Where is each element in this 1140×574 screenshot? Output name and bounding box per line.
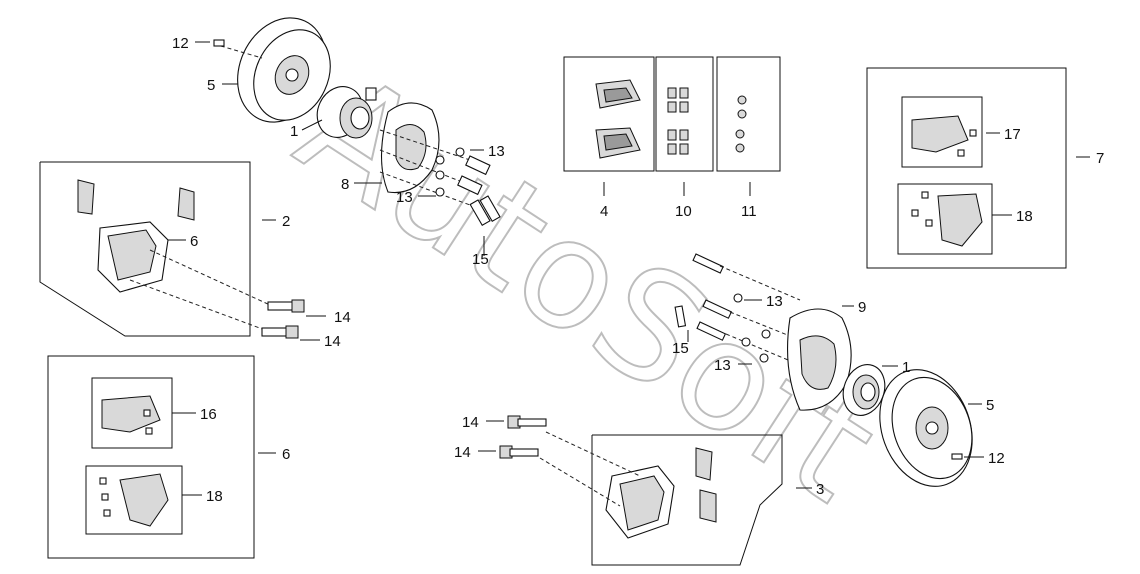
assembly-box-7 — [866, 67, 1067, 269]
clip-kit-box-10 — [655, 56, 714, 172]
callout-15-bottom: 15 — [672, 340, 689, 357]
bolt-12-top — [213, 39, 263, 59]
callout-13-top-b: 13 — [396, 189, 413, 206]
callout-13-bottom-a: 13 — [766, 293, 783, 310]
wheel-hub-bottom — [842, 364, 886, 416]
leader-lines — [168, 41, 1090, 496]
assembly-box-3 — [539, 431, 783, 566]
callout-14-left-a: 14 — [334, 309, 351, 326]
wheel-hub-top — [316, 86, 377, 139]
callout-2: 2 — [282, 213, 290, 230]
callout-18-right: 18 — [1016, 208, 1033, 225]
guide-pins-top — [379, 129, 501, 227]
callout-14-right-b: 14 — [454, 444, 471, 461]
splash-shield-top — [380, 102, 440, 194]
callout-16: 16 — [200, 406, 217, 423]
caliper-bolts-14-right — [499, 415, 547, 459]
callout-6-box: 6 — [282, 446, 290, 463]
brake-disc-bottom — [879, 369, 973, 487]
callout-6-box2: 6 — [190, 233, 198, 250]
callout-10: 10 — [675, 203, 692, 220]
callout-11: 11 — [741, 203, 757, 220]
brake-disc-top — [237, 17, 331, 123]
callout-5-top: 5 — [207, 77, 215, 94]
caliper-bolts-14-left — [261, 299, 305, 339]
callout-12-bottom: 12 — [988, 450, 1005, 467]
assembly-box-2 — [39, 161, 271, 337]
bolt-12-bottom — [951, 453, 963, 460]
callout-1-bottom: 1 — [902, 359, 910, 376]
callout-15-top: 15 — [472, 251, 489, 268]
callout-13-top-a: 13 — [488, 143, 505, 160]
callout-14-right-a: 14 — [462, 414, 479, 431]
callout-9: 9 — [858, 299, 866, 316]
callout-14-left-b: 14 — [324, 333, 341, 350]
callout-7: 7 — [1096, 150, 1104, 167]
assembly-box-6 — [47, 355, 255, 559]
callout-1-top: 1 — [290, 123, 298, 140]
callout-8: 8 — [341, 176, 349, 193]
callout-5-bottom: 5 — [986, 397, 994, 414]
callout-4: 4 — [600, 203, 608, 220]
callout-18-left: 18 — [206, 488, 223, 505]
callout-12-top: 12 — [172, 35, 189, 52]
bolt-kit-box-11 — [716, 56, 781, 172]
pad-kit-box-4 — [563, 56, 655, 172]
callout-17: 17 — [1004, 126, 1021, 143]
callout-13-bottom-b: 13 — [714, 357, 731, 374]
callout-3: 3 — [816, 481, 824, 498]
guide-pins-bottom — [674, 253, 801, 366]
